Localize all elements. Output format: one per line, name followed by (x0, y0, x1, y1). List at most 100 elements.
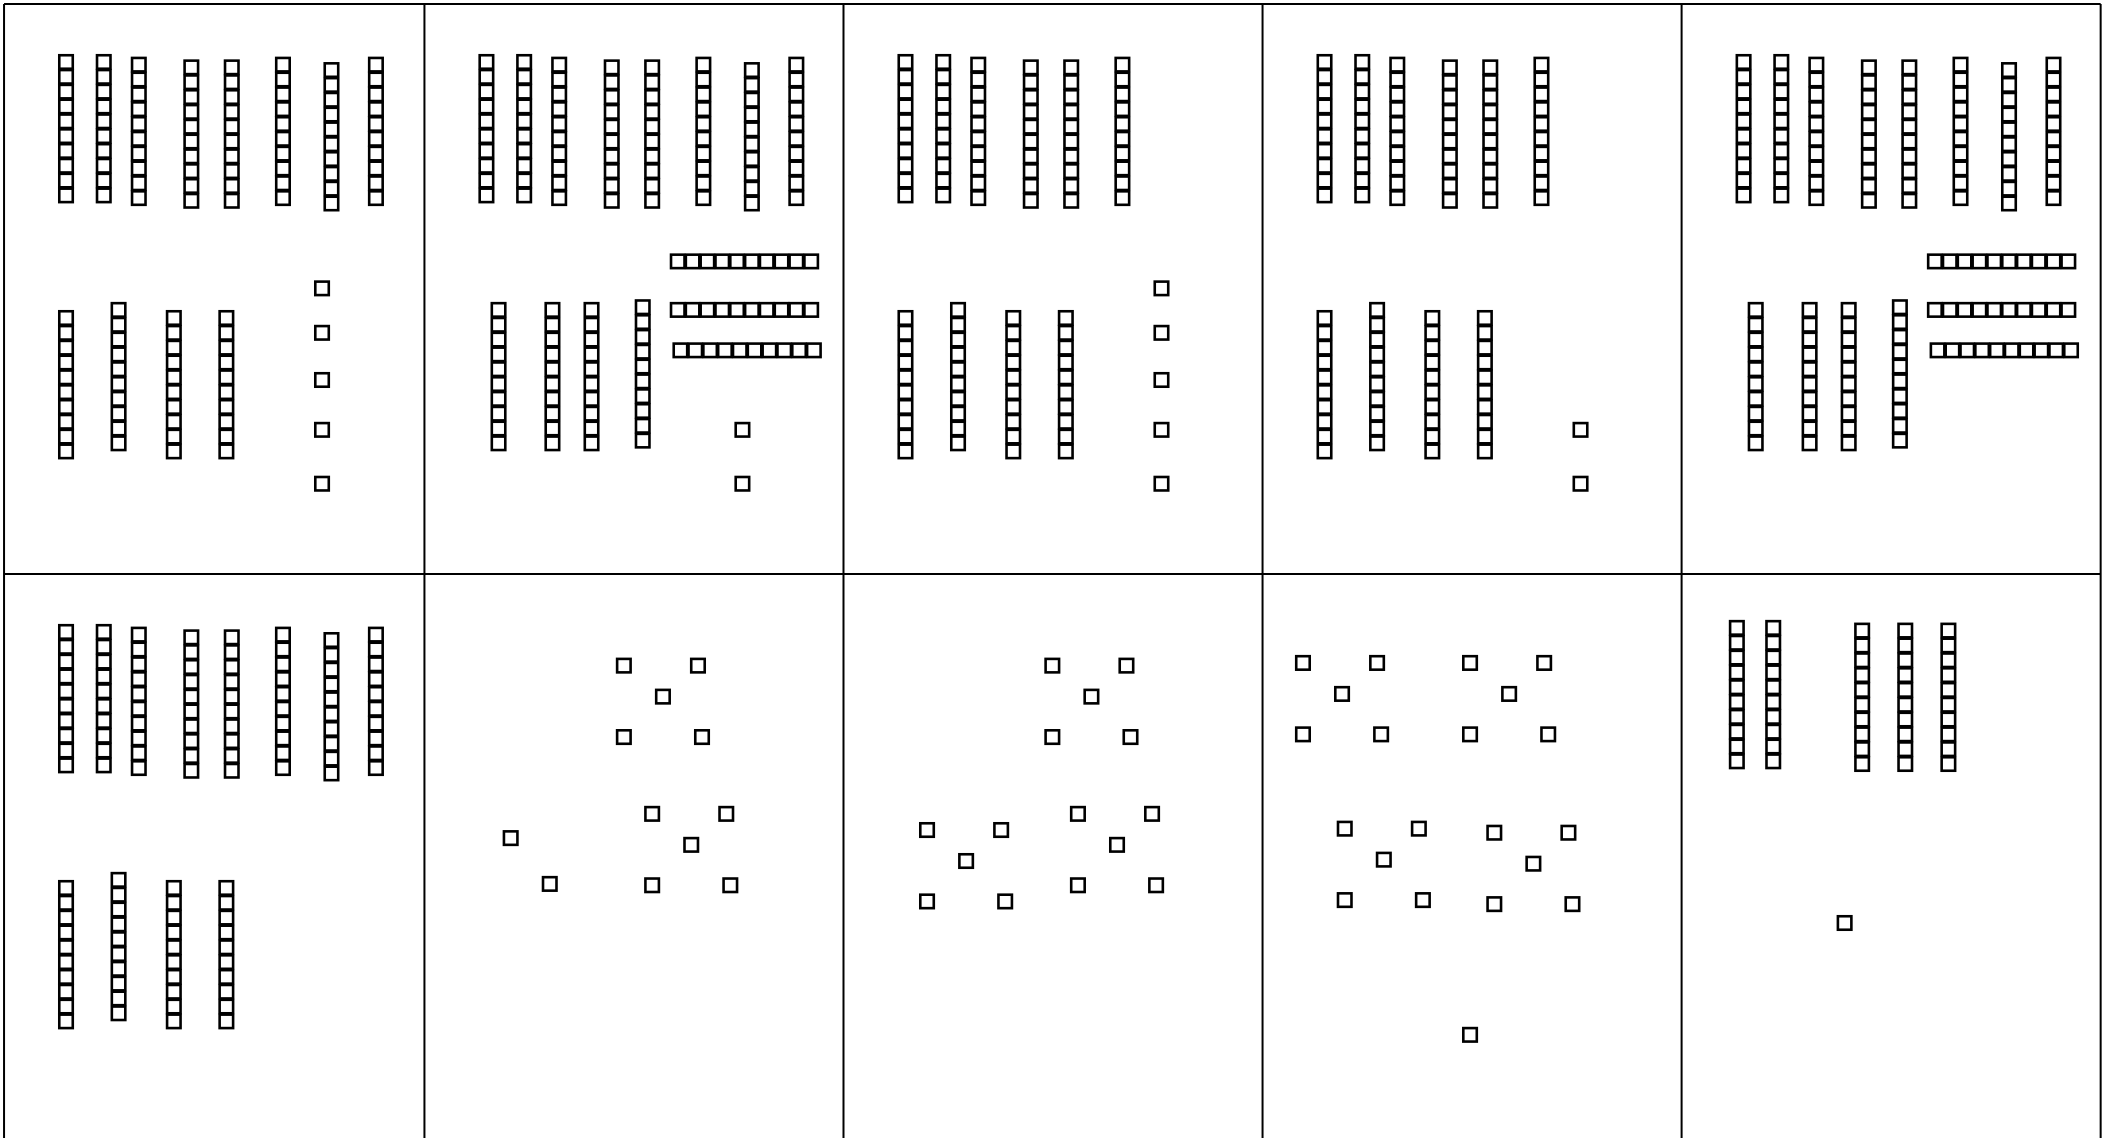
rod-cube (1007, 356, 1020, 369)
unit-cube (1838, 916, 1851, 929)
unit-cube (998, 895, 1011, 908)
rod-cube (2047, 132, 2060, 145)
ten-rod (936, 55, 949, 202)
rod-cube (1318, 85, 1331, 98)
unit-cube (959, 854, 972, 867)
ten-rod (1775, 55, 1788, 202)
unit-cube (1416, 893, 1429, 906)
rod-cube (59, 640, 72, 653)
rod-cube (1478, 385, 1491, 398)
rod-cube (59, 371, 72, 384)
rod-cube (951, 362, 964, 375)
rod-cube (1749, 407, 1762, 420)
rod-cube (112, 303, 125, 316)
rod-cube (1318, 430, 1331, 443)
rod-cube (480, 55, 493, 68)
rod-cube (59, 699, 72, 712)
rod-cube (325, 707, 338, 720)
rod-cube (132, 746, 145, 759)
rod-cube (325, 767, 338, 780)
rod-cube (1535, 88, 1548, 101)
rod-cube (1855, 757, 1868, 770)
rod-cube (1484, 179, 1497, 192)
ten-rod (1899, 624, 1912, 771)
rod-cube (899, 415, 912, 428)
rod-cube (605, 179, 618, 192)
rod-cube (132, 162, 145, 175)
rod-cube (369, 132, 382, 145)
rod-cube (1370, 348, 1383, 361)
rod-cube (899, 430, 912, 443)
rod-cube (220, 1015, 233, 1028)
rod-cube (369, 88, 382, 101)
rod-cube (748, 344, 761, 357)
card-r2-c4 (1296, 656, 1579, 1041)
rod-cube (59, 311, 72, 324)
rod-cube (492, 437, 505, 450)
rod-cube (167, 430, 180, 443)
rod-cube (1535, 191, 1548, 204)
rod-cube (1899, 683, 1912, 696)
rod-cube (59, 189, 72, 202)
rod-cube (1064, 105, 1077, 118)
rod-cube (972, 102, 985, 115)
ten-rod (2047, 58, 2060, 205)
rod-cube (1443, 75, 1456, 88)
rod-cube (1749, 377, 1762, 390)
rod-cube (480, 129, 493, 142)
rod-cube (225, 120, 238, 133)
rod-cube (1391, 162, 1404, 175)
ten-rod (745, 63, 758, 210)
rod-cube (517, 189, 530, 202)
rod-cube (1116, 117, 1129, 130)
rod-cube (1803, 362, 1816, 375)
rod-cube (325, 152, 338, 165)
rod-cube (1535, 73, 1548, 86)
rod-cube (2032, 303, 2045, 316)
rod-cube (59, 356, 72, 369)
ten-rod (585, 303, 598, 450)
rod-cube (1059, 311, 1072, 324)
ten-rod (674, 344, 821, 357)
rod-cube (1775, 189, 1788, 202)
rod-cube (1484, 194, 1497, 207)
rod-cube (225, 690, 238, 703)
rod-cube (1059, 415, 1072, 428)
rod-cube (59, 415, 72, 428)
rod-cube (715, 255, 728, 268)
rod-cube (225, 61, 238, 74)
rod-cube (1059, 430, 1072, 443)
rod-cube (1318, 400, 1331, 413)
rod-cube (1810, 73, 1823, 86)
rod-cube (1803, 318, 1816, 331)
rod-cube (112, 377, 125, 390)
rod-cube (605, 135, 618, 148)
rod-cube (276, 702, 289, 715)
rod-cube (730, 303, 743, 316)
rod-cube (1893, 345, 1906, 358)
unit-cube (1145, 807, 1158, 820)
rod-cube (546, 392, 559, 405)
rod-cube (369, 73, 382, 86)
rod-cube (1356, 70, 1369, 83)
rod-cube (276, 102, 289, 115)
rod-cube (1064, 179, 1077, 192)
unit-cube (656, 690, 669, 703)
rod-cube (59, 144, 72, 157)
rod-cube (899, 144, 912, 157)
rod-cube (1903, 90, 1916, 103)
rod-cube (1766, 651, 1779, 664)
rod-cube (185, 150, 198, 163)
rod-cube (97, 759, 110, 772)
rod-cube (185, 135, 198, 148)
rod-cube (1484, 120, 1497, 133)
rod-cube (645, 179, 658, 192)
rod-cube (132, 628, 145, 641)
unit-cube (315, 477, 328, 490)
card-r2-c1 (59, 625, 382, 1028)
rod-cube (132, 177, 145, 190)
unit-cube (1085, 690, 1098, 703)
rod-cube (59, 400, 72, 413)
rod-cube (167, 341, 180, 354)
rod-cube (325, 722, 338, 735)
